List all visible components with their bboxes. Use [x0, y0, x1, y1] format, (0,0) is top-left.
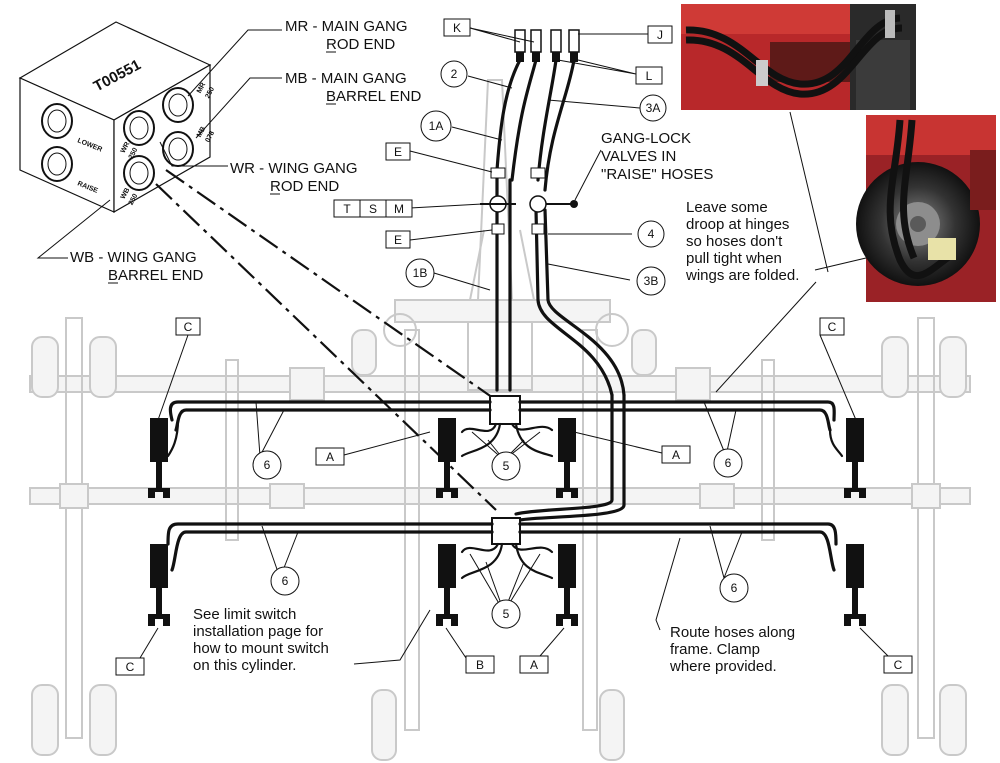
- photo-bottom: [856, 115, 996, 302]
- cylinders-upper: [148, 418, 866, 498]
- mr-label-line1: MR - MAIN GANG: [285, 18, 408, 35]
- mr-label-line2: ROD END: [326, 36, 395, 53]
- svg-text:so hoses don't: so hoses don't: [686, 233, 783, 250]
- callout-4: 4: [648, 227, 655, 241]
- callout-leaders: [139, 27, 891, 665]
- callout-a-left: A: [326, 450, 334, 464]
- route-note: Route hoses along frame. Clamp where pro…: [669, 624, 795, 675]
- callout-circles: 2 3A 1A 4 1B 3B 6 5 6 6 6 5: [252, 60, 749, 629]
- hose-fittings: [480, 29, 580, 235]
- wr-label-line2: ROD END: [270, 178, 339, 195]
- port-labels: MR - MAIN GANG ROD END MB - MAIN GANG BA…: [70, 18, 421, 284]
- droop-leaders: [715, 111, 867, 393]
- photo-top: [681, 4, 916, 110]
- callout-e-top: E: [394, 145, 402, 159]
- port-wr-label: WR: [120, 141, 132, 155]
- callout-c-upper-right: C: [828, 320, 837, 334]
- svg-text:"RAISE" HOSES: "RAISE" HOSES: [601, 166, 713, 183]
- svg-text:See limit switch: See limit switch: [193, 606, 296, 623]
- port-wr-num: 250: [128, 147, 140, 161]
- svg-text:frame. Clamp: frame. Clamp: [670, 641, 760, 658]
- callout-3a: 3A: [646, 101, 661, 115]
- port-mr-num: 250: [204, 86, 216, 100]
- port-wb-num: 250: [128, 193, 140, 207]
- port-wb-label: WB: [120, 187, 132, 201]
- callout-5-upper: 5: [503, 459, 510, 473]
- limit-switch-note: See limit switch installation page for h…: [193, 606, 329, 674]
- callout-j: J: [657, 28, 663, 42]
- svg-text:on this cylinder.: on this cylinder.: [193, 657, 296, 674]
- wr-label-line1: WR - WING GANG: [230, 160, 358, 177]
- svg-text:GANG-LOCK: GANG-LOCK: [601, 130, 691, 147]
- callout-c-upper-left: C: [184, 320, 193, 334]
- callout-l: L: [646, 69, 653, 83]
- svg-text:droop at hinges: droop at hinges: [686, 216, 789, 233]
- svg-text:pull tight when: pull tight when: [686, 250, 782, 267]
- callout-k: K: [453, 21, 461, 35]
- wb-label-line1: WB - WING GANG: [70, 249, 197, 266]
- svg-text:where provided.: where provided.: [669, 658, 777, 675]
- gang-lock-note: GANG-LOCK VALVES IN "RAISE" HOSES: [601, 130, 713, 183]
- callout-e-bottom: E: [394, 233, 402, 247]
- lower-center-block: [491, 517, 521, 545]
- callout-5-lower: 5: [503, 607, 510, 621]
- svg-text:wings are folded.: wings are folded.: [685, 267, 799, 284]
- lower-hose-runs: [166, 522, 838, 580]
- upper-hose-runs: [166, 400, 844, 458]
- svg-text:how to mount switch: how to mount switch: [193, 640, 329, 657]
- upper-center-block: [489, 395, 521, 425]
- port-label-leaders: [36, 29, 282, 259]
- wb-label-line2: BARREL END: [108, 267, 203, 284]
- svg-text:VALVES IN: VALVES IN: [601, 148, 676, 165]
- callout-a-bottom: A: [530, 658, 538, 672]
- svg-text:Route hoses along: Route hoses along: [670, 624, 795, 641]
- mb-label-line1: MB - MAIN GANG: [285, 70, 407, 87]
- implement-frame: [29, 79, 971, 761]
- svg-text:installation page for: installation page for: [193, 623, 323, 640]
- callout-boxes: K J L E T S M E C C A A C B A C: [115, 18, 913, 676]
- svg-text:Leave some: Leave some: [686, 199, 768, 216]
- mb-label-line2: BARREL END: [326, 88, 421, 105]
- callout-3b: 3B: [644, 274, 659, 288]
- callout-c-lower-left: C: [126, 660, 135, 674]
- callout-c-lower-right: C: [894, 658, 903, 672]
- manifold-block: T00551 LOWER RAISE MR 250 MB 078 WR 250 …: [18, 21, 216, 214]
- droop-note: Leave some droop at hinges so hoses don'…: [685, 199, 799, 284]
- callout-t: T: [343, 202, 351, 216]
- callout-6-lower-right: 6: [731, 581, 738, 595]
- callout-a-right: A: [672, 448, 680, 462]
- port-mr-label: MR: [196, 82, 207, 95]
- callout-m: M: [394, 202, 404, 216]
- callout-b: B: [476, 658, 484, 672]
- callout-s: S: [369, 202, 377, 216]
- callout-2: 2: [451, 67, 458, 81]
- cylinders-lower: [148, 544, 866, 626]
- callout-6-upper-left: 6: [264, 458, 271, 472]
- port-mb-num: 078: [204, 130, 216, 144]
- callout-6-lower-left: 6: [282, 574, 289, 588]
- callout-6-upper-right: 6: [725, 456, 732, 470]
- callout-1b: 1B: [413, 266, 428, 280]
- callout-1a: 1A: [429, 119, 444, 133]
